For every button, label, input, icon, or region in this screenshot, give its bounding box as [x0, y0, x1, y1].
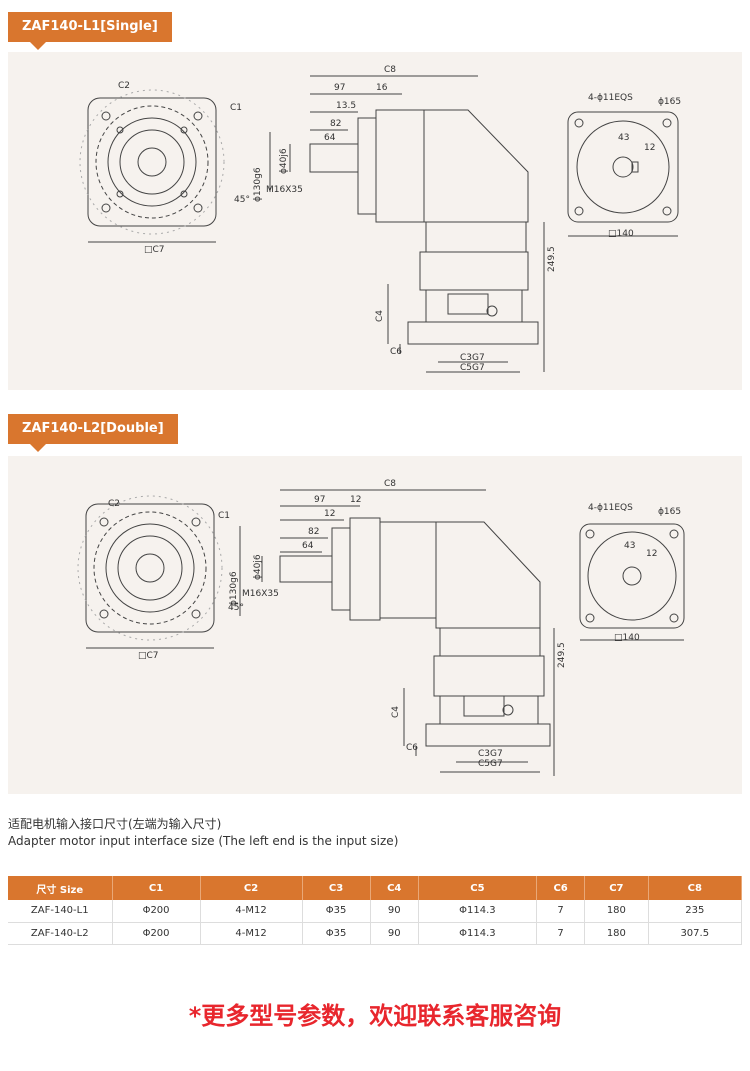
table-cell: 4-M12 [200, 922, 303, 945]
table-cell: 7 [536, 922, 586, 945]
label-holes: 4-ϕ11EQS [588, 93, 633, 103]
table-cell: Φ35 [302, 900, 371, 923]
header-size: 尺寸 Size [8, 876, 113, 900]
label-43-2: 43 [624, 541, 635, 551]
label-c3-2: C3G7 [478, 749, 503, 759]
table-cell: Φ35 [302, 922, 371, 945]
label-82: 82 [330, 119, 341, 129]
label-c5-2: C5G7 [478, 759, 503, 769]
header-c1: C1 [112, 876, 201, 900]
label-12: 12 [644, 143, 655, 153]
label-97-2: 97 [314, 495, 325, 505]
label-phi40: ϕ40j6 [279, 148, 289, 174]
table-row: ZAF-140-L1 Φ200 4-M12 Φ35 90 Φ114.3 7 18… [8, 900, 743, 923]
label-c7: □C7 [144, 245, 165, 255]
technical-drawing-single: C2 C1 □C7 45° C8 97 16 13.5 82 64 ϕ130g6… [79, 65, 681, 373]
label-phi165-2: ϕ165 [658, 507, 681, 517]
header-c5: C5 [418, 876, 538, 900]
label-phi165: ϕ165 [658, 97, 681, 107]
label-angle: 45° [234, 195, 250, 205]
table-cell: 90 [370, 900, 419, 923]
technical-drawing-double: C2 C1 □C7 45° C8 97 12 12 82 64 ϕ130g6 ϕ… [77, 479, 685, 776]
drawing-panel-single: C2 C1 □C7 45° C8 97 16 13.5 82 64 ϕ130g6… [8, 52, 742, 390]
label-249-5: 249.5 [547, 246, 557, 272]
label-12b-2: 12 [324, 509, 335, 519]
label-phi130-2: ϕ130g6 [229, 571, 239, 606]
label-64-2: 64 [302, 541, 314, 551]
label-c4-2: C4 [391, 706, 401, 718]
label-angle-2: 45° [228, 603, 244, 613]
label-16: 16 [376, 83, 388, 93]
label-c6: C6 [390, 347, 402, 357]
label-12-2: 12 [646, 549, 657, 559]
label-c4: C4 [375, 310, 385, 322]
label-c1-2: C1 [218, 511, 230, 521]
promo-text: *更多型号参数，欢迎联系客服咨询 [188, 1002, 562, 1030]
table-cell: ZAF-140-L1 [8, 900, 113, 923]
label-c1: C1 [230, 103, 242, 113]
section-tag-single: ZAF140-L1[Single] [8, 12, 172, 50]
label-c6-2: C6 [406, 743, 418, 753]
table-cell: Φ114.3 [418, 900, 538, 923]
table-cell: 4-M12 [200, 900, 303, 923]
label-12a-2: 12 [350, 495, 361, 505]
table-row: ZAF-140-L2 Φ200 4-M12 Φ35 90 Φ114.3 7 18… [8, 922, 743, 945]
table-cell: 7 [536, 900, 586, 923]
label-43: 43 [618, 133, 629, 143]
table-cell: 307.5 [648, 922, 743, 945]
table-cell: 180 [584, 900, 649, 923]
label-64: 64 [324, 133, 336, 143]
caption-chinese: 适配电机输入接口尺寸(左端为输入尺寸) [8, 817, 222, 831]
label-sq140-2: □140 [614, 633, 640, 643]
drawing-panel-double: C2 C1 □C7 45° C8 97 12 12 82 64 ϕ130g6 ϕ… [8, 456, 742, 794]
header-c3: C3 [302, 876, 371, 900]
header-c4: C4 [370, 876, 419, 900]
label-13-5: 13.5 [336, 101, 356, 111]
table-cell: 235 [648, 900, 743, 923]
label-c8-2: C8 [384, 479, 396, 489]
table-cell: Φ200 [112, 900, 201, 923]
label-97: 97 [334, 83, 345, 93]
label-sq140: □140 [608, 229, 634, 239]
header-c6: C6 [536, 876, 586, 900]
label-c8: C8 [384, 65, 396, 75]
spec-table: 尺寸 Size C1 C2 C3 C4 C5 C6 C7 C8 ZAF-140-… [8, 876, 743, 945]
label-m16: M16X35 [266, 185, 303, 195]
table-cell: Φ114.3 [418, 922, 538, 945]
label-82-2: 82 [308, 527, 319, 537]
label-phi40-2: ϕ40j6 [253, 554, 263, 580]
label-c2-2: C2 [108, 499, 120, 509]
label-phi130: ϕ130g6 [253, 167, 263, 202]
spec-table-header: 尺寸 Size C1 C2 C3 C4 C5 C6 C7 C8 [8, 876, 743, 900]
table-cell: ZAF-140-L2 [8, 922, 113, 945]
label-c5: C5G7 [460, 363, 485, 373]
flange-square [87, 97, 217, 227]
table-cell: 180 [584, 922, 649, 945]
label-249-5-2: 249.5 [557, 642, 567, 668]
label-holes-2: 4-ϕ11EQS [588, 503, 633, 513]
label-c7-2: □C7 [138, 651, 159, 661]
header-c7: C7 [584, 876, 649, 900]
caption-english: Adapter motor input interface size (The … [8, 834, 399, 848]
table-cell: 90 [370, 922, 419, 945]
section-tag-double: ZAF140-L2[Double] [8, 414, 178, 452]
label-c3: C3G7 [460, 353, 485, 363]
label-c2: C2 [118, 81, 130, 91]
label-m16-2: M16X35 [242, 589, 279, 599]
header-c2: C2 [200, 876, 303, 900]
header-c8: C8 [648, 876, 743, 900]
table-cell: Φ200 [112, 922, 201, 945]
